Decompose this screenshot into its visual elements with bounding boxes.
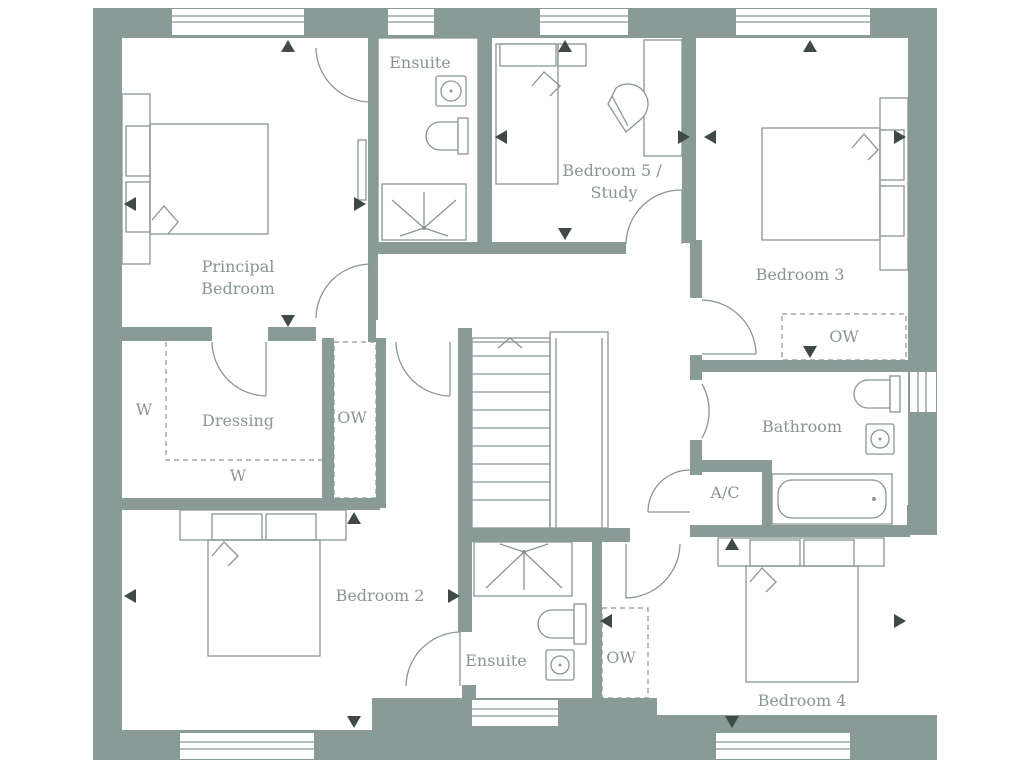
marker — [558, 40, 572, 52]
ensuite-top-fixtures — [377, 37, 479, 245]
marker — [725, 716, 739, 728]
door-bedroom4 — [625, 543, 681, 599]
label-ac: A/C — [709, 483, 739, 502]
wall-stub-a — [368, 320, 376, 342]
staircase[interactable] — [471, 331, 609, 529]
door-bedroom5 — [625, 189, 683, 245]
ensuite-bottom-fixtures — [473, 541, 649, 699]
label-ow-bedroom3: OW — [829, 327, 859, 346]
marker — [354, 197, 366, 211]
marker — [448, 589, 460, 603]
bed-bedroom3 — [761, 97, 909, 271]
door-principal-ensuite — [315, 47, 371, 103]
label-bedroom2: Bedroom 2 — [336, 586, 425, 605]
wall-dressing-bed2 — [122, 498, 322, 510]
marker — [495, 130, 507, 144]
bed-principal — [121, 93, 269, 265]
doors — [211, 47, 757, 687]
window-bedroom3 — [736, 9, 870, 35]
marker — [600, 614, 612, 628]
label-w-bottom: W — [230, 466, 247, 485]
exterior-wall — [93, 8, 937, 760]
marker — [347, 716, 361, 728]
wall-bed3-landing — [690, 240, 702, 298]
door-ensuite-bottom — [405, 631, 461, 687]
window-bathroom — [910, 372, 936, 412]
window-bedroom5 — [540, 9, 628, 35]
bathroom-fixtures — [771, 375, 901, 525]
label-principal-line2: Bedroom — [201, 279, 275, 298]
marker — [347, 512, 361, 524]
bed-bedroom4 — [717, 537, 885, 683]
walls — [93, 8, 937, 760]
marker — [704, 130, 716, 144]
wall-ensuite-top — [462, 528, 630, 542]
wall-principal-ensuite — [368, 38, 378, 263]
marker — [281, 315, 295, 327]
wall-ow-bed2 — [322, 498, 380, 510]
door-bedroom3 — [701, 299, 757, 355]
wall-ac-top — [690, 460, 770, 472]
wall-principal-dressing-b — [268, 327, 316, 341]
wall-stair-left — [458, 328, 472, 528]
door-ac — [647, 469, 691, 513]
marker — [124, 589, 136, 603]
label-dressing: Dressing — [202, 411, 274, 430]
door-bathroom — [701, 383, 710, 439]
marker — [678, 130, 690, 144]
marker — [894, 130, 906, 144]
window-bedroom4 — [716, 733, 850, 759]
wall-bed2-ensuite — [458, 520, 472, 632]
ow-bedroom3-closet — [781, 313, 907, 361]
marker — [803, 40, 817, 52]
desk-bedroom5 — [607, 39, 683, 157]
wall-bed3-bath — [690, 360, 908, 372]
door-dressing — [211, 341, 267, 397]
marker — [281, 40, 295, 52]
label-ensuite-top: Ensuite — [389, 53, 451, 72]
label-principal-line1: Principal — [202, 257, 275, 276]
bed-bedroom2 — [179, 509, 347, 657]
wall-principal-landing — [368, 255, 378, 320]
wall-ow-right — [376, 338, 386, 508]
label-bedroom5-line2: Study — [591, 183, 638, 202]
window-ensuite-bottom — [472, 700, 558, 726]
door-principal — [315, 263, 371, 319]
label-bedroom4: Bedroom 4 — [758, 691, 847, 710]
markers — [124, 40, 906, 728]
wall-ac-bath — [762, 460, 772, 535]
label-bedroom3: Bedroom 3 — [756, 265, 845, 284]
room-labels: Ensuite Bedroom 5 / Study Principal Bedr… — [136, 53, 860, 710]
label-bathroom: Bathroom — [762, 417, 842, 436]
marker — [725, 538, 739, 550]
wall-bath-bed4 — [690, 525, 910, 537]
marker — [803, 346, 817, 358]
window-principal — [172, 9, 304, 35]
label-w-left: W — [136, 400, 153, 419]
dressing-wardrobes — [165, 341, 377, 499]
wall-dressing-ow — [322, 338, 334, 510]
label-bedroom5-line1: Bedroom 5 / — [562, 161, 662, 180]
windows — [172, 9, 936, 759]
label-ow-dressing: OW — [337, 408, 367, 427]
label-ensuite-bottom: Ensuite — [465, 651, 527, 670]
wall-principal-dressing-a — [122, 327, 212, 341]
wall-ensuite-bed5 — [478, 38, 492, 243]
marker — [558, 228, 572, 240]
wall-bed5-bed3 — [682, 38, 696, 243]
wardrobe-principal-wall — [357, 139, 367, 201]
wall-ensuite-ow — [592, 528, 602, 698]
label-ow-bottom: OW — [606, 648, 636, 667]
door-bedroom2 — [395, 341, 451, 397]
wall-landing-top — [378, 242, 626, 254]
window-bedroom2 — [180, 733, 314, 759]
marker — [124, 197, 136, 211]
marker — [894, 614, 906, 628]
bed-bedroom5 — [495, 43, 587, 185]
window-ensuite-top — [388, 9, 434, 35]
